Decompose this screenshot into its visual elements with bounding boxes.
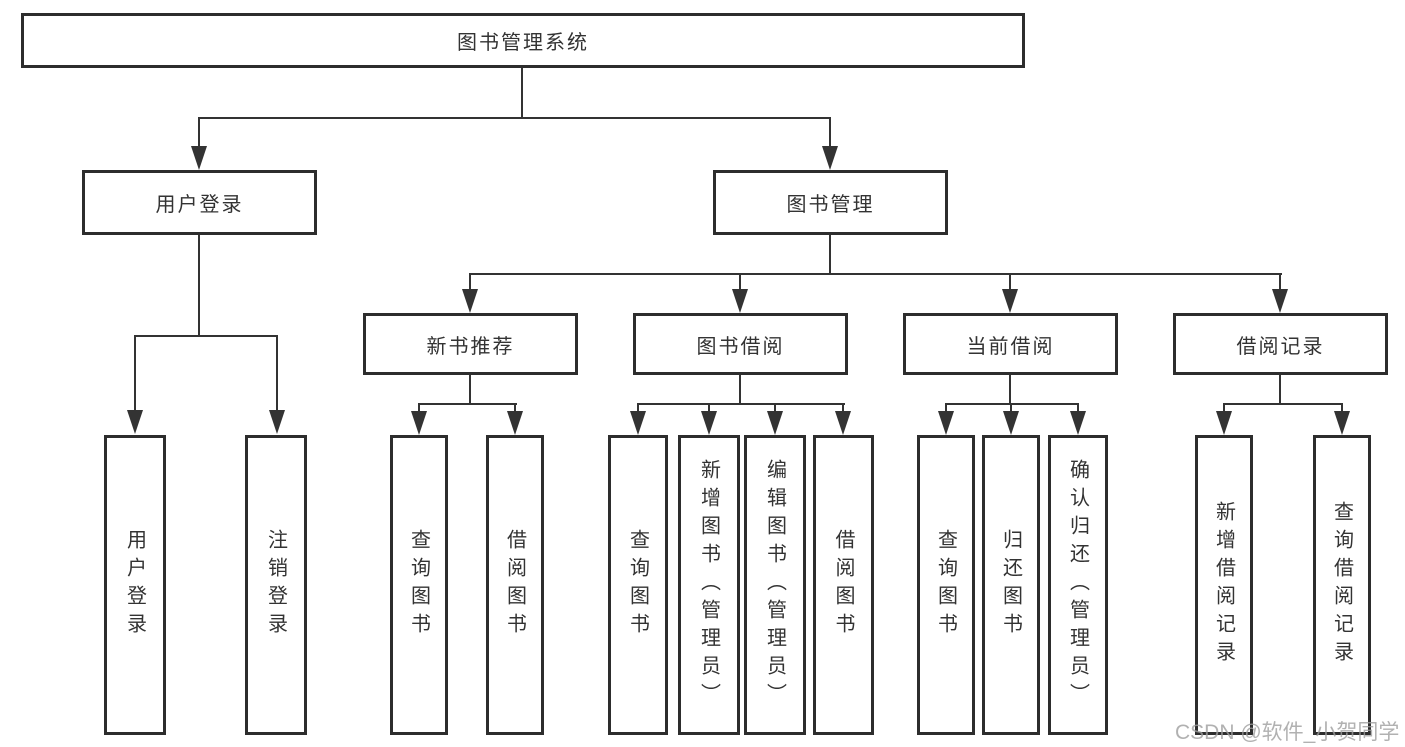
connector-line — [514, 403, 516, 411]
node-user-login-group: 用户登录 — [82, 170, 317, 235]
connector-line — [1010, 403, 1012, 411]
node-label: 用户登录 — [155, 194, 244, 216]
arrowhead-down — [191, 146, 207, 170]
node-label: 编辑图书（管理员） — [763, 459, 786, 711]
node-label: 图书借阅 — [696, 335, 785, 358]
node-current-borrowing: 当前借阅 — [903, 313, 1118, 375]
arrowhead-down — [835, 411, 851, 435]
connector-line — [945, 403, 1079, 405]
leaf-query-books-current: 查询图书 — [917, 435, 975, 735]
arrowhead-down — [938, 411, 954, 435]
connector-line — [829, 117, 831, 148]
connector-line — [1223, 403, 1225, 411]
connector-line — [1077, 403, 1079, 411]
connector-line — [1279, 273, 1281, 291]
leaf-query-borrow-record: 查询借阅记录 — [1313, 435, 1371, 735]
node-label: 借阅记录 — [1236, 335, 1325, 358]
connector-line — [1223, 403, 1343, 405]
arrowhead-down — [1070, 411, 1086, 435]
node-label: 查询图书 — [626, 529, 649, 641]
connector-line — [198, 117, 831, 119]
connector-line — [198, 117, 200, 148]
node-label: 查询图书 — [934, 529, 957, 641]
node-label: 新增图书（管理员） — [697, 459, 720, 711]
arrowhead-down — [462, 289, 478, 313]
arrowhead-down — [1334, 411, 1350, 435]
arrowhead-down — [630, 411, 646, 435]
node-label: 图书管理系统 — [457, 32, 589, 54]
leaf-add-book-admin: 新增图书（管理员） — [678, 435, 740, 735]
node-borrowing-records: 借阅记录 — [1173, 313, 1388, 375]
arrowhead-down — [822, 146, 838, 170]
arrowhead-down — [1002, 289, 1018, 313]
leaf-query-books-recommend: 查询图书 — [390, 435, 448, 735]
connector-line — [637, 403, 845, 405]
connector-line — [637, 403, 639, 411]
connector-line — [469, 375, 471, 405]
connector-line — [469, 273, 471, 291]
arrowhead-down — [1272, 289, 1288, 313]
node-label: 借阅图书 — [503, 529, 526, 641]
node-library-management-system: 图书管理系统 — [21, 13, 1025, 68]
connector-line — [469, 273, 1282, 275]
node-label: 查询图书 — [407, 529, 430, 641]
connector-line — [276, 335, 278, 411]
connector-line — [739, 375, 741, 405]
arrowhead-down — [127, 410, 143, 434]
arrowhead-down — [507, 411, 523, 435]
node-label: 归还图书 — [999, 529, 1022, 641]
connector-line — [1009, 273, 1011, 291]
node-label: 用户登录 — [123, 529, 146, 641]
connector-line — [1009, 375, 1011, 405]
node-label: 查询借阅记录 — [1330, 501, 1353, 669]
connector-line — [1341, 403, 1343, 411]
node-label: 新书推荐 — [426, 335, 515, 358]
connector-line — [521, 68, 523, 118]
connector-line — [945, 403, 947, 411]
node-book-management: 图书管理 — [713, 170, 948, 235]
connector-line — [418, 403, 517, 405]
leaf-confirm-return-admin: 确认归还（管理员） — [1048, 435, 1108, 735]
connector-line — [774, 403, 776, 411]
connector-line — [739, 273, 741, 291]
csdn-watermark: CSDN @软件_小贺同学 — [1175, 721, 1400, 744]
connector-line — [134, 335, 278, 337]
node-book-borrowing: 图书借阅 — [633, 313, 848, 375]
node-label: 确认归还（管理员） — [1066, 459, 1089, 711]
connector-line — [134, 335, 136, 411]
arrowhead-down — [411, 411, 427, 435]
node-label: 注销登录 — [264, 529, 287, 641]
arrowhead-down — [732, 289, 748, 313]
arrowhead-down — [269, 410, 285, 434]
connector-line — [1279, 375, 1281, 405]
leaf-logout: 注销登录 — [245, 435, 307, 735]
leaf-borrow-books: 借阅图书 — [813, 435, 874, 735]
connector-line — [829, 235, 831, 275]
connector-line — [198, 235, 200, 337]
connector-line — [708, 403, 710, 411]
arrowhead-down — [1216, 411, 1232, 435]
node-new-book-recommend: 新书推荐 — [363, 313, 578, 375]
node-label: 图书管理 — [786, 194, 875, 216]
arrowhead-down — [767, 411, 783, 435]
node-label: 当前借阅 — [966, 335, 1055, 358]
leaf-borrow-books-recommend: 借阅图书 — [486, 435, 544, 735]
node-label: 新增借阅记录 — [1212, 501, 1235, 669]
leaf-add-borrow-record: 新增借阅记录 — [1195, 435, 1253, 735]
connector-line — [418, 403, 420, 411]
leaf-return-book: 归还图书 — [982, 435, 1040, 735]
leaf-query-books-borrowing: 查询图书 — [608, 435, 668, 735]
connector-line — [842, 403, 844, 411]
leaf-edit-book-admin: 编辑图书（管理员） — [744, 435, 806, 735]
node-label: 借阅图书 — [832, 529, 854, 641]
arrowhead-down — [701, 411, 717, 435]
arrowhead-down — [1003, 411, 1019, 435]
leaf-user-login: 用户登录 — [104, 435, 166, 735]
